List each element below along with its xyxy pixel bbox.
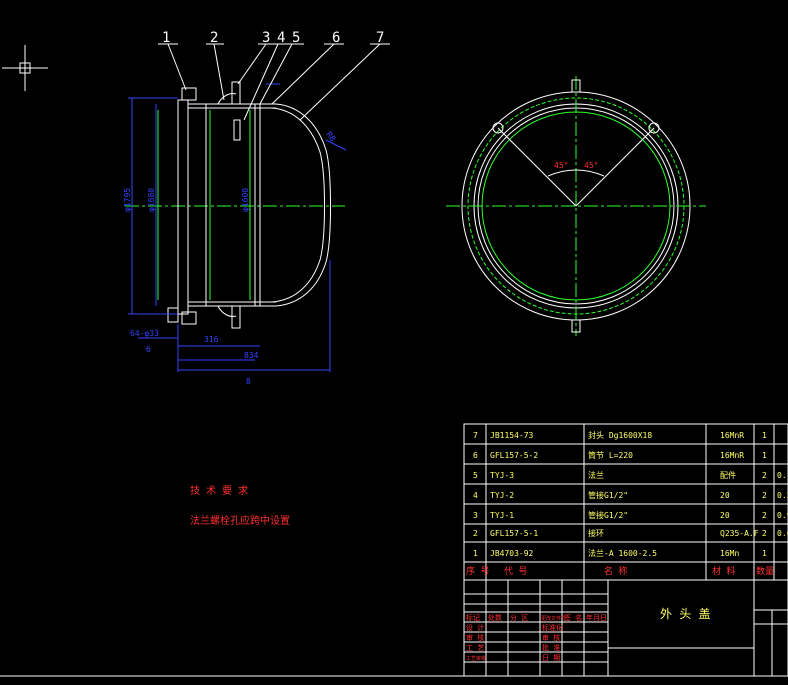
parts-cell-no: 7 (473, 431, 478, 440)
rev-header-1: 处数 (488, 613, 502, 622)
dim-d-inner: φ1600 (241, 188, 250, 212)
parts-cell-name: 筒节 L=220 (588, 450, 633, 460)
dim-bolt-holes: 64-φ33 (130, 329, 159, 338)
parts-cell-qty: 2 (762, 529, 767, 538)
role-0: 设 计 (466, 623, 484, 632)
flange-body (177, 99, 189, 315)
rev-header-5: 年月日 (586, 613, 607, 622)
dim-t1: 6 (146, 345, 151, 354)
crosshair-cursor-icon (2, 45, 48, 91)
label2-1: 审 核 (542, 633, 560, 642)
dim-len-316: 316 (204, 335, 219, 344)
parts-cell-extra: 0.6 (777, 529, 788, 538)
parts-cell-name: 封头 Dg1600X18 (588, 430, 652, 440)
notes-title: 技 术 要 求 (190, 484, 248, 497)
parts-cell-name: 管接G1/2" (588, 490, 628, 500)
rev-header-4: 签 名 (564, 613, 582, 622)
parts-cell-extra: 0.9 (777, 511, 788, 520)
parts-cell-code: TYJ-2 (490, 491, 514, 500)
parts-cell-material: Q235-A.F (720, 529, 759, 538)
parts-cell-name: 法兰-A 1600-2.5 (588, 548, 657, 558)
parts-cell-extra: 0.2 (777, 491, 788, 500)
parts-cell-code: TYJ-3 (490, 471, 514, 480)
dim-d-outer: φ1795 (123, 188, 132, 212)
parts-cell-material: 16MnR (720, 451, 744, 460)
parts-cell-qty: 1 (762, 549, 767, 558)
parts-cell-name: 管接G1/2" (588, 510, 628, 520)
parts-cell-qty: 2 (762, 511, 767, 520)
dished-head (275, 103, 331, 307)
rev-header-2: 分 区 (510, 613, 528, 622)
parts-cell-qty: 2 (762, 491, 767, 500)
dim-radius: R8 (324, 130, 337, 143)
label2-3: 日 期 (542, 654, 560, 662)
parts-cell-no: 5 (473, 471, 478, 480)
header-qty: 数量 (756, 565, 774, 577)
parts-cell-qty: 1 (762, 431, 767, 440)
parts-cell-code: GFL157-5-2 (490, 451, 538, 460)
label2-0: 标准化 (542, 623, 563, 632)
dim-d-flange: φ1680 (147, 188, 156, 212)
angle-left-label: 45° (554, 161, 568, 170)
parts-cell-code: TYJ-1 (490, 511, 514, 520)
title-block: 标记 处数 分 区 更改文件号 签 名 年月日 设 计 审 核 工 艺 工艺审核… (463, 579, 788, 677)
parts-cell-no: 2 (473, 529, 478, 538)
parts-cell-qty: 1 (762, 451, 767, 460)
parts-cell-no: 3 (473, 511, 478, 520)
header-name: 名 称 (604, 565, 627, 577)
callout-7: 7 (376, 30, 384, 46)
parts-cell-name: 接环 (588, 528, 604, 538)
parts-cell-code: JB1154-73 (490, 431, 534, 440)
side-view: φ1795 φ1680 φ1600 64-φ33 R8 316 834 6 8 … (123, 30, 390, 386)
callout-6: 6 (332, 30, 340, 46)
label2-2: 批 准 (542, 643, 560, 652)
role-3: 工艺审核 (466, 655, 486, 662)
header-code: 代 号 (504, 566, 527, 577)
callout-5: 5 (292, 30, 300, 46)
parts-cell-extra: 0. (777, 471, 787, 480)
parts-cell-material: 20 (720, 491, 730, 500)
callout-3: 3 (262, 30, 270, 46)
parts-cell-code: GFL157-5-1 (490, 529, 538, 538)
parts-cell-material: 16MnR (720, 431, 744, 440)
rev-header-3: 更改文件号 (541, 615, 566, 622)
parts-cell-no: 1 (473, 549, 478, 558)
angle-right-label: 45° (584, 161, 598, 170)
callout-2: 2 (210, 30, 218, 46)
notes-line-1: 法兰螺栓孔应跨中设置 (190, 514, 290, 527)
drawing-title: 外 头 盖 (660, 607, 710, 621)
header-no: 序 号 (466, 565, 489, 577)
parts-table: 7 JB1154-73 封头 Dg1600X18 16MnR 1 6 GFL157-5-2 筒… (463, 423, 788, 581)
parts-cell-code: JB4703-92 (490, 549, 534, 558)
callout-1: 1 (162, 30, 170, 46)
end-view: 45° 45° (446, 76, 706, 336)
dim-t2: 8 (246, 377, 251, 386)
dim-len-834: 834 (244, 351, 259, 360)
parts-cell-name: 法兰 (588, 470, 604, 480)
parts-cell-qty: 2 (762, 471, 767, 480)
parts-cell-no: 6 (473, 451, 478, 460)
role-1: 审 核 (466, 633, 484, 642)
role-2: 工 艺 (466, 644, 484, 652)
callout-4: 4 (277, 30, 285, 46)
parts-cell-material: 16Mn (720, 549, 739, 558)
header-material: 材 料 (712, 565, 735, 577)
rev-header-0: 标记 (466, 613, 480, 622)
parts-cell-no: 4 (473, 491, 478, 500)
parts-cell-material: 配件 (720, 470, 736, 480)
parts-cell-material: 20 (720, 511, 730, 520)
technical-notes: 技 术 要 求 法兰螺栓孔应跨中设置 (190, 484, 290, 527)
